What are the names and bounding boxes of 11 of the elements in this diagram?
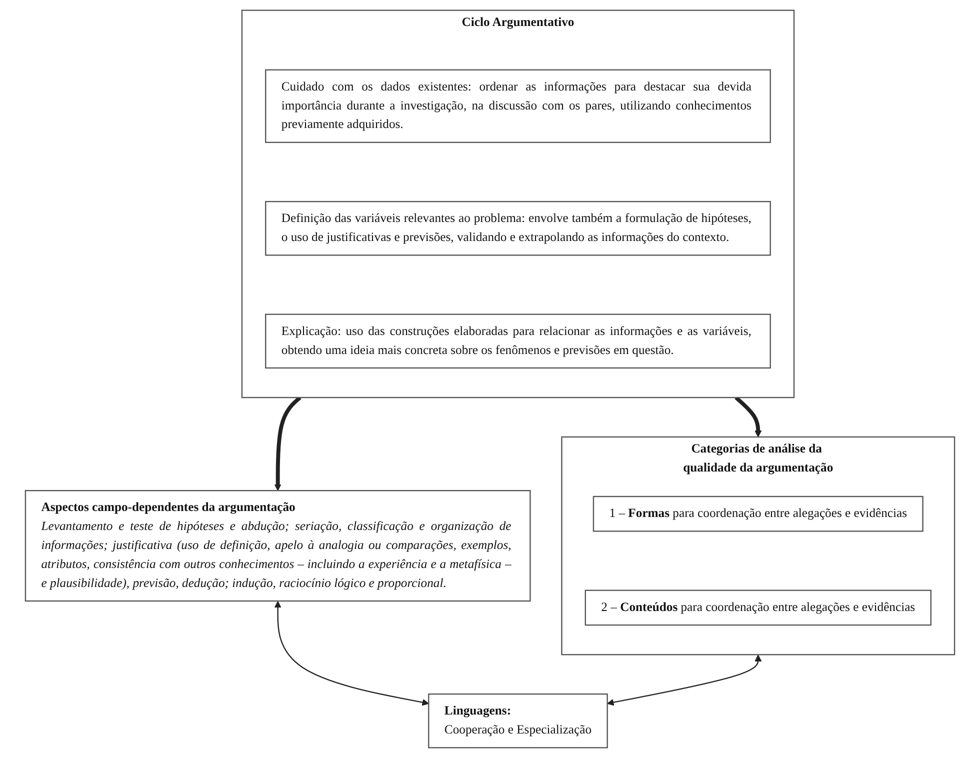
arrow: [606, 654, 762, 706]
node-box: Linguagens: Cooperação e Especialização: [428, 692, 608, 748]
node-box: 1 – Formas para coordenação entre alegações e evidências: [592, 495, 923, 532]
arrow: [274, 396, 301, 490]
arrow: [734, 396, 762, 437]
node-box: Definição das variáveis relevantes ao problema: envolve também a formulação de hipóteses, o uso de justificativas e previsões, validando e extrapolando as informações do contexto.: [264, 200, 770, 256]
arrow: [274, 600, 428, 706]
node-box: Cuidado com os dados existentes: ordenar as informações para destacar sua devida importância durante a investigação, na discussão com os pares, utilizando conhecimentos previamente adquiridos.: [264, 68, 770, 142]
node-box: 2 – Conteúdos para coordenação entre alegações e evidências: [584, 589, 931, 626]
node-box: Aspectos campo-dependentes da argumentação Levantamento e teste de hipóteses e abdução; seriação, classificação e organização de informações; justificativa (uso de definição, apelo à analogia ou comparações, exemplos, atributos, consistência com outros conhecimentos – incluindo a experiência e a metafísica – e plausibilidade), previsão, dedução; indução, raciocínio lógico e proporcional.: [24, 490, 530, 602]
node-box: Explicação: uso das construções elaboradas para relacionar as informações e as variáveis, obtendo uma ideia mais concreta sobre os fenômenos e previsões em questão.: [264, 313, 770, 368]
